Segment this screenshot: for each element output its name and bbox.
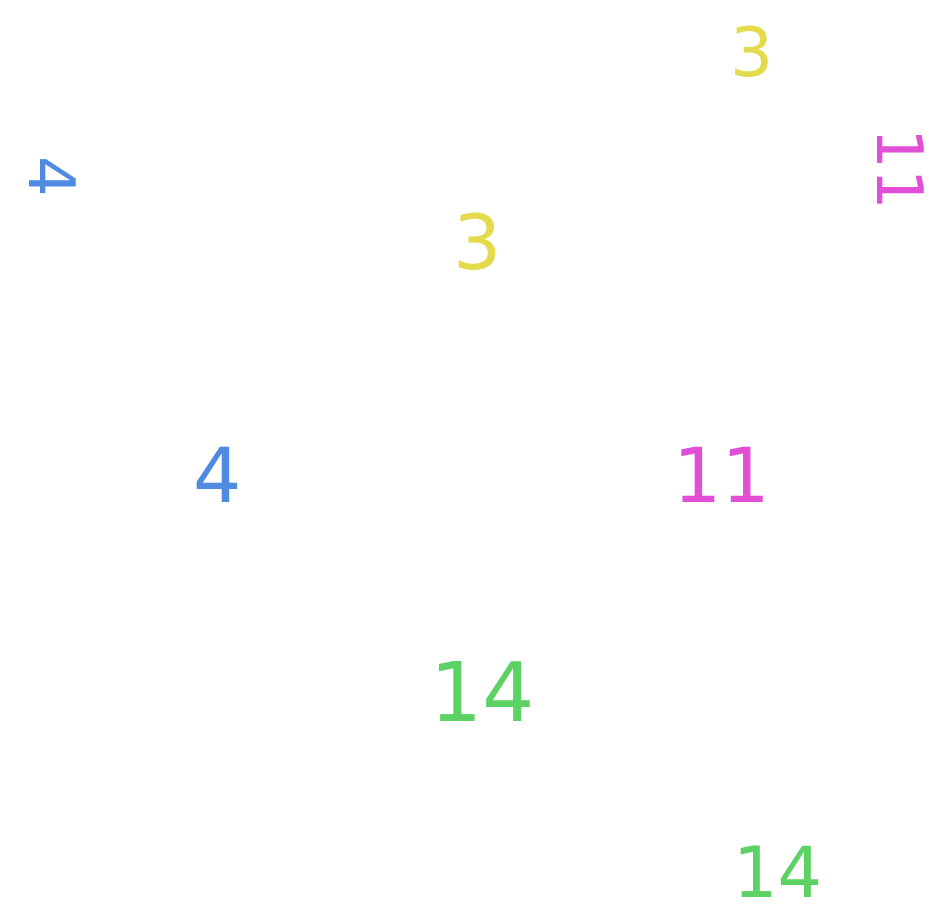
number-4: 4 — [193, 431, 242, 520]
number-3: 3 — [453, 198, 502, 287]
number-14-bottom: 14 — [733, 832, 823, 914]
number-14: 14 — [430, 646, 535, 741]
number-11-rotated: 11 — [861, 128, 935, 210]
number-4-rotated: 4 — [13, 156, 87, 197]
number-11: 11 — [673, 431, 770, 520]
number-3-top: 3 — [730, 14, 774, 93]
